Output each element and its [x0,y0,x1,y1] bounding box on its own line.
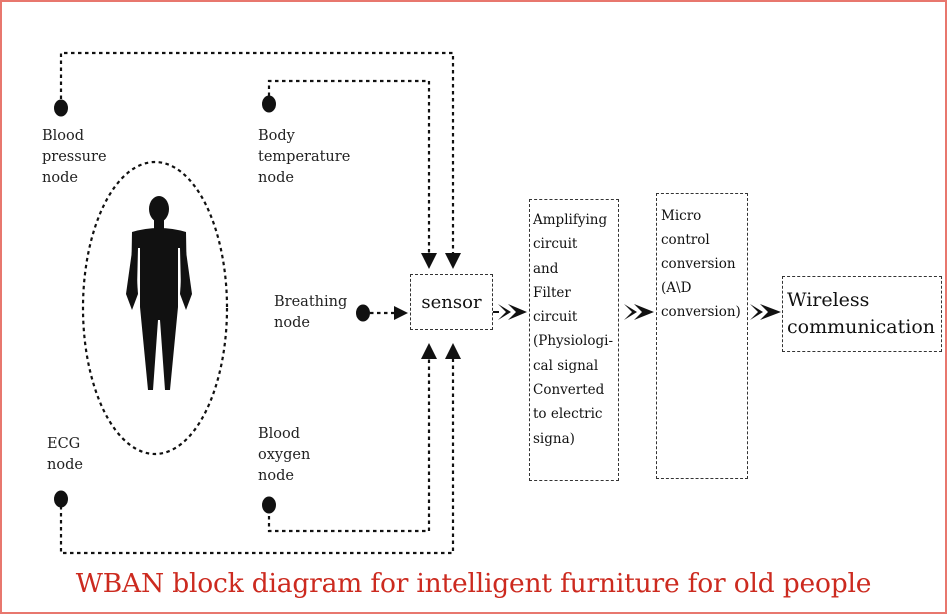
blood-oxygen-node-dot [262,496,276,514]
wireless-communication-label: Wireless communication [787,289,936,338]
arrow-ecg [445,343,461,359]
arrow-amp-to-mcu-1 [624,304,637,320]
human-silhouette [126,196,192,390]
connector-blood-pressure [59,51,455,255]
arrow-sensor-to-amp-2 [508,304,527,320]
body-temperature-node-dot [262,95,276,113]
body-ellipse [81,160,229,456]
arrow-amp-to-mcu-2 [634,304,654,320]
sensor-label: sensor [421,291,482,313]
connector-body-temperature [267,79,431,255]
amplifying-filter-block: Amplifying circuit and Filter circuit (P… [529,199,619,481]
arrow-mcu-to-wireless-1 [750,304,763,320]
breathing-node-dot [356,304,370,322]
wireless-communication-block: Wireless communication [782,276,942,352]
micro-control-block: Micro control conversion (A\D conversion… [656,193,748,479]
blood-pressure-node-dot [54,99,68,117]
arrow-blood-pressure [445,253,461,269]
diagram-caption: WBAN block diagram for intelligent furni… [75,568,872,599]
breathing-node-label: Breathing node [274,294,348,331]
blood-pressure-node-label: Blood pressure node [42,128,107,186]
arrow-sensor-to-amp-1 [498,304,511,320]
arrow-mcu-to-wireless-2 [760,304,781,320]
ecg-node-label: ECG node [47,436,83,473]
arrow-blood-oxygen [421,343,437,359]
ecg-node-dot [54,490,68,508]
connector-ecg [59,357,455,555]
body-temperature-node-label: Body temperature node [258,128,351,186]
arrow-breathing [394,306,408,320]
amplifying-filter-label: Amplifying circuit and Filter circuit (P… [533,212,614,447]
sensor-block: sensor [410,274,493,330]
arrow-body-temperature [421,253,437,269]
flow-arrows [493,304,781,320]
blood-oxygen-node-label: Blood oxygen node [258,426,311,484]
micro-control-label: Micro control conversion (A\D conversion… [661,208,741,320]
connector-blood-oxygen [267,357,431,533]
